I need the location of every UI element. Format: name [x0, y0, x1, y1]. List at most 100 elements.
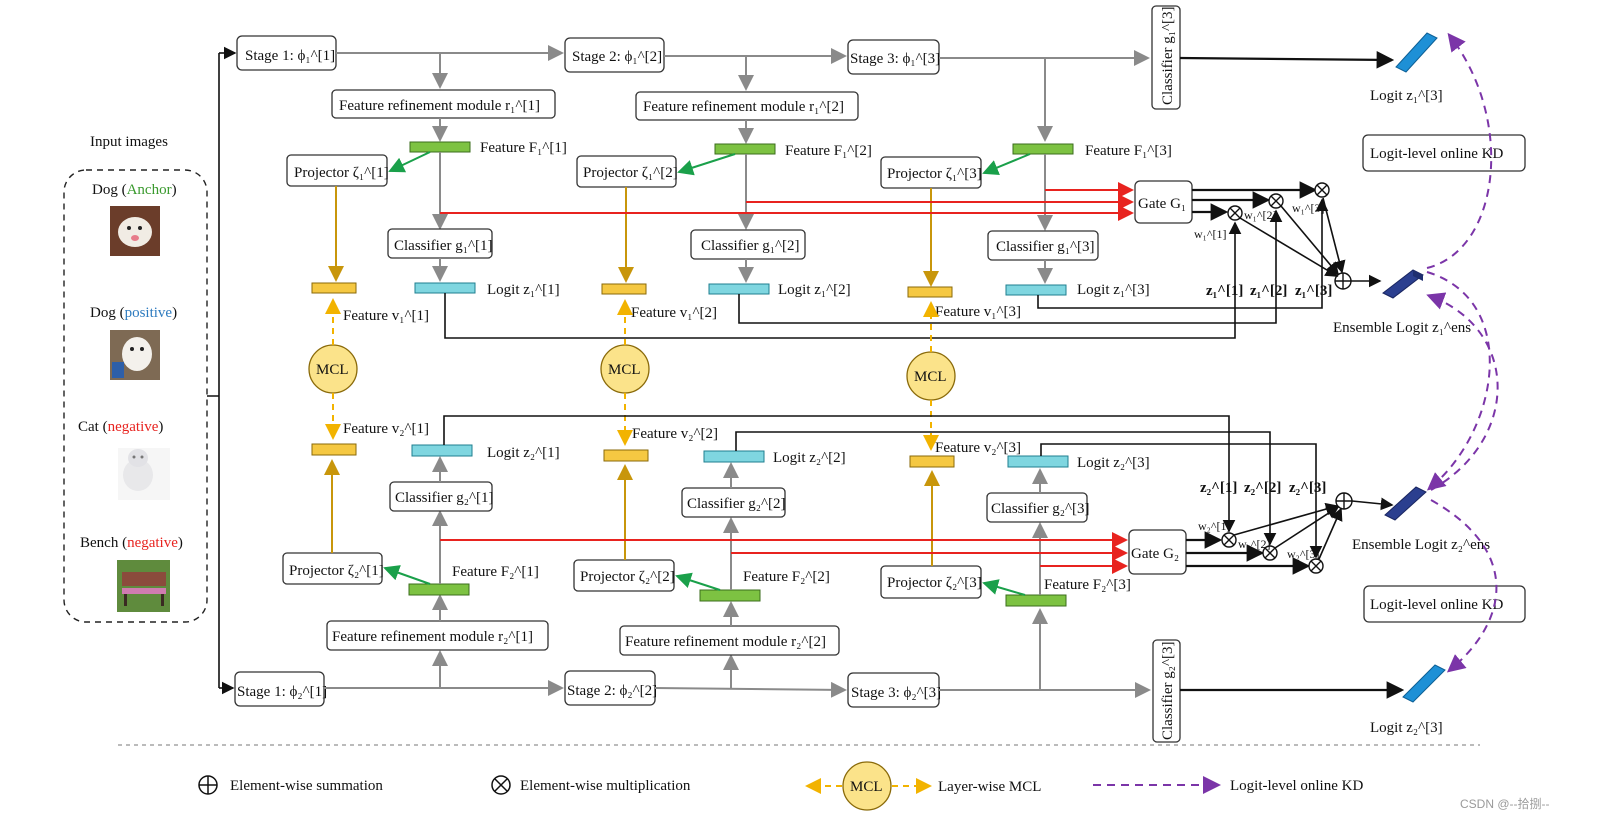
- mcl-1: MCL: [308, 344, 358, 394]
- kd-box-bottom: Logit-level online KD: [1363, 585, 1526, 623]
- svg-text:Stage 1: ϕ₁^[1]: Stage 1: ϕ₁^[1]: [245, 48, 335, 64]
- svg-text:Classifier g₁^[1]: Classifier g₁^[1]: [394, 238, 493, 254]
- multiply-icon: [491, 775, 511, 795]
- net2-logit-3: Logit z₂^[3]: [1007, 455, 1150, 471]
- input-item-dog-positive: Dog (positive): [90, 305, 177, 380]
- svg-text:Feature refinement module r₁^[: Feature refinement module r₁^[2]: [643, 99, 844, 115]
- svg-text:Feature v₂^[1]: Feature v₂^[1]: [343, 421, 429, 437]
- svg-text:Logit-level online KD: Logit-level online KD: [1230, 778, 1363, 794]
- svg-text:Logit z₂^[1]: Logit z₂^[1]: [487, 445, 560, 461]
- svg-text:Feature refinement module r₂^[: Feature refinement module r₂^[2]: [625, 634, 826, 650]
- svg-text:Projector ζ₁^[2]: Projector ζ₁^[2]: [583, 165, 678, 181]
- svg-text:Feature F₁^[2]: Feature F₁^[2]: [785, 143, 872, 159]
- net1-multiply-1: [1227, 205, 1243, 221]
- net1-frm-2: Feature refinement module r₁^[2]: [635, 91, 859, 121]
- net2-projector-3: Projector ζ₂^[3]: [880, 565, 982, 599]
- watermark: CSDN @--拾捌--: [1460, 796, 1550, 811]
- net2-frm-1: Feature refinement module r₂^[1]: [326, 620, 549, 651]
- net1-logit-2: Logit z₁^[2]: [708, 282, 851, 298]
- net2-stage-3: Stage 3: ϕ₂^[3]: [847, 672, 941, 708]
- net1-stage-2: Stage 2: ϕ₁^[2]: [564, 37, 665, 73]
- net2-gate: Gate G₂: [1128, 529, 1187, 575]
- net2-classifier-3: Classifier g₂^[3]: [986, 492, 1090, 523]
- net2-logit-1: Logit z₂^[1]: [411, 444, 560, 461]
- svg-text:Projector ζ₂^[3]: Projector ζ₂^[3]: [887, 575, 982, 591]
- svg-text:Gate G₂: Gate G₂: [1131, 546, 1179, 562]
- net2-logit-2: Logit z₂^[2]: [703, 450, 846, 466]
- svg-text:Logit z₂^[3]: Logit z₂^[3]: [1370, 720, 1443, 736]
- svg-text:Feature v₁^[2]: Feature v₁^[2]: [631, 305, 717, 321]
- svg-text:Feature refinement module r₂^[: Feature refinement module r₂^[1]: [332, 629, 533, 645]
- legend-mul: Element-wise multiplication: [491, 775, 691, 795]
- svg-text:Feature F₂^[3]: Feature F₂^[3]: [1044, 577, 1131, 593]
- svg-text:Projector ζ₁^[3]: Projector ζ₁^[3]: [887, 166, 982, 182]
- svg-text:Feature refinement module r₁^[: Feature refinement module r₁^[1]: [339, 98, 540, 114]
- svg-text:Element-wise multiplication: Element-wise multiplication: [520, 778, 691, 794]
- legend-mcl: MCL Layer-wise MCL: [805, 761, 1041, 811]
- net2-z-1: z₂^[1]: [1200, 480, 1237, 496]
- net1-feature-v2: Feature v₁^[2]: [601, 283, 717, 321]
- net1-ensemble-logit: Ensemble Logit z₁^ens: [1333, 269, 1471, 336]
- svg-text:Bench (negative): Bench (negative): [80, 535, 183, 551]
- sum-icon: [198, 775, 218, 795]
- svg-text:Feature F₁^[1]: Feature F₁^[1]: [480, 140, 567, 156]
- net2-feature-v1: Feature v₂^[1]: [311, 421, 429, 456]
- net1-multiply-2: [1268, 193, 1284, 209]
- svg-text:Classifier g₂^[1]: Classifier g₂^[1]: [395, 490, 494, 506]
- net1-weight-3: w₁^[3]: [1292, 201, 1324, 215]
- net1-z-2: z₁^[2]: [1250, 283, 1287, 299]
- kd-box-top: Logit-level online KD: [1362, 134, 1526, 172]
- net1-classifier-2: Classifier g₁^[2]: [690, 229, 806, 260]
- svg-text:Ensemble Logit z₂^ens: Ensemble Logit z₂^ens: [1352, 537, 1490, 553]
- svg-text:Feature v₁^[3]: Feature v₁^[3]: [935, 304, 1021, 320]
- net1-projector-1: Projector ζ₁^[1]: [286, 154, 389, 187]
- net2-weight-2: w₂^[2]: [1238, 537, 1270, 551]
- net2-multiply-2: [1262, 545, 1278, 561]
- net2-feature-v2: Feature v₂^[2]: [603, 426, 718, 462]
- svg-text:Stage 3: ϕ₂^[3]: Stage 3: ϕ₂^[3]: [851, 685, 941, 701]
- svg-text:Logit z₁^[3]: Logit z₁^[3]: [1077, 282, 1150, 298]
- svg-text:Ensemble Logit z₁^ens: Ensemble Logit z₁^ens: [1333, 320, 1471, 336]
- svg-text:Logit z₂^[3]: Logit z₂^[3]: [1077, 455, 1150, 471]
- svg-text:MCL: MCL: [850, 779, 883, 795]
- input-item-dog-anchor: Dog (Anchor): [92, 182, 177, 256]
- svg-text:Cat (negative): Cat (negative): [78, 419, 163, 435]
- net1-feature-F3: Feature F₁^[3]: [1012, 143, 1172, 159]
- svg-text:Stage 1: ϕ₂^[1]: Stage 1: ϕ₂^[1]: [237, 684, 327, 700]
- net2-feature-F2: Feature F₂^[2]: [699, 569, 830, 602]
- net1-gate: Gate G₁: [1134, 180, 1193, 224]
- svg-text:Logit z₂^[2]: Logit z₂^[2]: [773, 450, 846, 466]
- net1-stage-1: Stage 1: ϕ₁^[1]: [236, 35, 337, 71]
- svg-text:Feature F₁^[3]: Feature F₁^[3]: [1085, 143, 1172, 159]
- svg-text:Projector ζ₂^[2]: Projector ζ₂^[2]: [580, 569, 675, 585]
- net2-z-3: z₂^[3]: [1289, 480, 1326, 496]
- net2-weight-3: w₂^[3]: [1287, 547, 1319, 561]
- legend-kd: Logit-level online KD: [1093, 776, 1363, 794]
- svg-text:Classifier g₂^[3]: Classifier g₂^[3]: [991, 501, 1090, 517]
- svg-text:Dog (Anchor): Dog (Anchor): [92, 182, 177, 198]
- net2-stage-2: Stage 2: ϕ₂^[2]: [564, 670, 657, 706]
- svg-text:Classifier g₂^[3]: Classifier g₂^[3]: [1160, 642, 1176, 741]
- net2-final-classifier: Classifier g₂^[3]: [1152, 639, 1181, 743]
- svg-text:Stage 3: ϕ₁^[3]: Stage 3: ϕ₁^[3]: [850, 51, 940, 67]
- net2-frm-2: Feature refinement module r₂^[2]: [619, 625, 840, 656]
- net2-multiply-1: [1221, 532, 1237, 548]
- net1-sum: [1334, 272, 1352, 290]
- net1-classifier-1: Classifier g₁^[1]: [387, 228, 493, 259]
- mcl-3: MCL: [906, 351, 956, 401]
- net2-stage-1: Stage 1: ϕ₂^[1]: [234, 671, 327, 707]
- net2-feature-F3: Feature F₂^[3]: [1005, 577, 1131, 607]
- net1-weight-1: w₁^[1]: [1194, 227, 1226, 241]
- net2-projector-1: Projector ζ₂^[1]: [282, 552, 384, 585]
- net2-z-2: z₂^[2]: [1244, 480, 1281, 496]
- net1-z-3: z₁^[3]: [1295, 283, 1332, 299]
- svg-text:Logit z₁^[1]: Logit z₁^[1]: [487, 282, 560, 298]
- legend-sum: Element-wise summation: [198, 775, 383, 795]
- svg-text:Logit z₁^[3]: Logit z₁^[3]: [1370, 88, 1443, 104]
- input-images-title: Input images: [90, 134, 168, 150]
- svg-text:MCL: MCL: [914, 369, 947, 385]
- svg-text:Stage 2: ϕ₁^[2]: Stage 2: ϕ₁^[2]: [572, 49, 662, 65]
- net1-frm-1: Feature refinement module r₁^[1]: [331, 89, 556, 119]
- net1-multiply-3: [1314, 182, 1330, 198]
- net2-classifier-2: Classifier g₂^[2]: [681, 487, 786, 518]
